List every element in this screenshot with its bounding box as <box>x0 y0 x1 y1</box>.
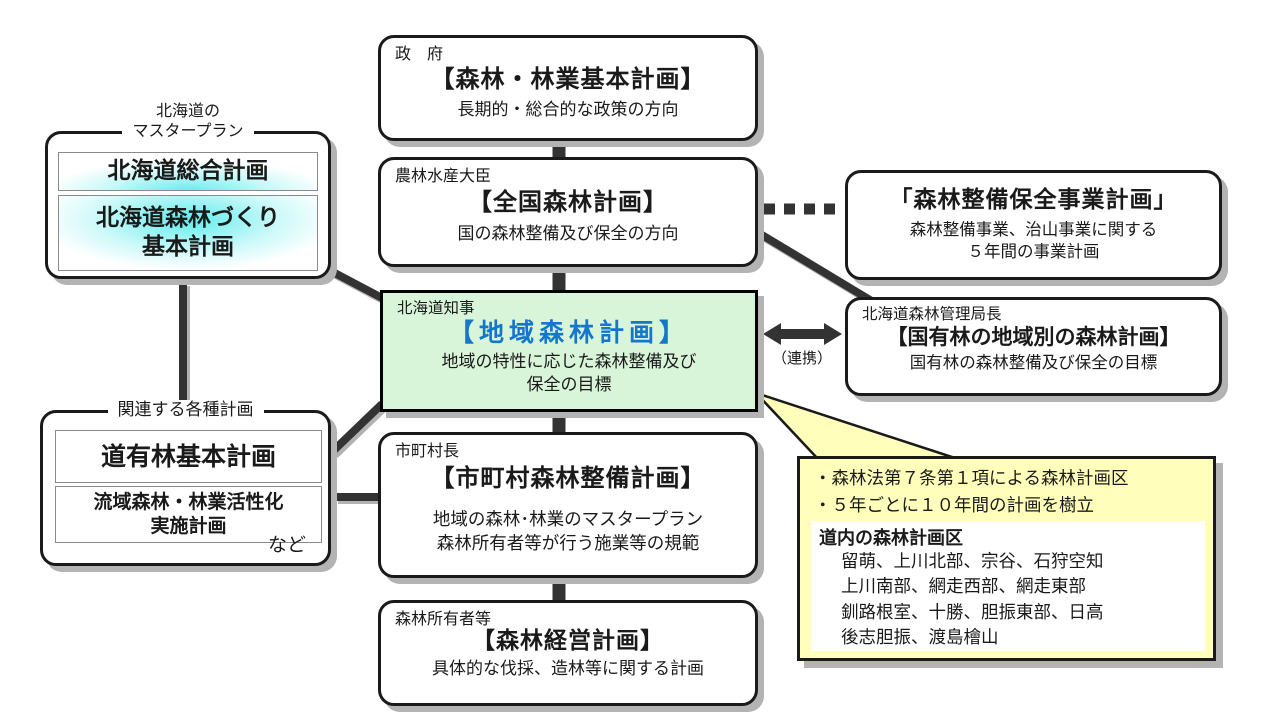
note-bullet-1: ・森林法第７条第１項による森林計画区 <box>814 469 1129 489</box>
plan-district-line: 留萌、上川北部、宗谷、石狩空知 <box>841 552 1104 572</box>
national-plan-title: 【全国森林計画】 <box>468 188 668 217</box>
maintenance-plan-title: 「森林整備保全事業計画」 <box>889 187 1178 213</box>
regional-plan-title: 【地域森林計画】 <box>448 317 689 347</box>
link-double-arrow-icon <box>763 323 842 345</box>
government-title: 【森林・林業基本計画】 <box>430 65 706 94</box>
plan-district-line: 上川南部、網走西部、網走東部 <box>841 577 1086 598</box>
related-plans-group: 関連する各種計画 道有林基本計画 流域森林・林業活性化 実施計画 など <box>40 400 331 566</box>
hokkaido-general-plan-item: 北海道総合計画 <box>58 152 318 191</box>
etc-label: など <box>267 534 306 556</box>
national-forest-title: 【国有林の地域別の森林計画】 <box>886 324 1181 349</box>
plan-district-line: 釧路根室、十勝、胆振東部、日高 <box>841 602 1104 623</box>
plan-district-list-title: 道内の森林計画区 <box>819 528 963 549</box>
regional-plan-label: 北海道知事 <box>397 299 475 317</box>
municipal-plan-label: 市町村長 <box>395 441 460 460</box>
connector-main <box>179 138 878 603</box>
municipal-plan-title: 【市町村森林整備計画】 <box>430 464 706 493</box>
prefectural-forest-plan-item: 道有林基本計画 <box>55 430 322 483</box>
owner-plan-label: 森林所有者等 <box>395 609 492 628</box>
maintenance-plan-desc2: ５年間の事業計画 <box>967 241 1100 261</box>
government-desc: 長期的・総合的な政策の方向 <box>457 100 679 121</box>
national-forest-plan-box: 北海道森林管理局長 【国有林の地域別の森林計画】 国有林の森林整備及び保全の目標 <box>845 297 1222 396</box>
owner-plan-box: 森林所有者等 【森林経営計画】 具体的な伐採、造林等に関する計画 <box>378 600 758 706</box>
master-plan-group-label-line1: 北海道の <box>155 101 220 120</box>
regional-plan-desc1: 地域の特性に応じた森林整備及び <box>441 351 697 372</box>
plan-district-note: ・森林法第７条第１項による森林計画区 ・５年ごとに１０年間の計画を樹立 道内の森… <box>797 456 1216 661</box>
maintenance-plan-box: 「森林整備保全事業計画」 森林整備事業、治山事業に関する ５年間の事業計画 <box>845 170 1222 280</box>
master-plan-group-label-line2: マスタープラン <box>48 121 328 140</box>
municipal-plan-box: 市町村長 【市町村森林整備計画】 地域の森林･林業のマスタープラン 森林所有者等… <box>378 432 758 578</box>
national-plan-desc: 国の森林整備及び保全の方向 <box>457 224 679 245</box>
national-forest-label: 北海道森林管理局長 <box>862 305 1002 323</box>
link-label: （連携） <box>771 349 832 367</box>
callout-pointer <box>755 391 959 461</box>
regional-plan-desc2: 保全の目標 <box>526 374 612 395</box>
master-plan-group: 北海道の マスタープラン 北海道総合計画 北海道森林づくり 基本計画 <box>45 101 331 279</box>
government-box: 政 府 【森林・林業基本計画】 長期的・総合的な政策の方向 <box>378 35 758 141</box>
national-plan-label: 農林水産大臣 <box>395 166 492 185</box>
regional-plan-box: 北海道知事 【地域森林計画】 地域の特性に応じた森林整備及び 保全の目標 <box>380 290 758 412</box>
related-plans-group-label: 関連する各種計画 <box>43 400 328 420</box>
note-bullet-2: ・５年ごとに１０年間の計画を樹立 <box>814 496 1094 517</box>
owner-plan-title: 【森林経営計画】 <box>472 628 664 655</box>
owner-plan-desc: 具体的な伐採、造林等に関する計画 <box>432 658 704 679</box>
municipal-plan-desc1: 地域の森林･林業のマスタープラン <box>432 510 704 531</box>
plan-district-line: 後志胆振、渡島檜山 <box>841 628 999 649</box>
government-label: 政 府 <box>395 44 444 63</box>
municipal-plan-desc2: 森林所有者等が行う施業等の規範 <box>436 533 700 554</box>
national-forest-desc: 国有林の森林整備及び保全の目標 <box>909 353 1158 372</box>
watershed-plan-item: 流域森林・林業活性化 実施計画 <box>55 486 322 543</box>
hokkaido-forest-plan-item: 北海道森林づくり 基本計画 <box>58 195 318 271</box>
maintenance-plan-desc1: 森林整備事業、治山事業に関する <box>909 219 1158 239</box>
national-plan-box: 農林水産大臣 【全国森林計画】 国の森林整備及び保全の方向 <box>378 157 758 267</box>
plan-district-list: 道内の森林計画区 留萌、上川北部、宗谷、石狩空知 上川南部、網走西部、網走東部 … <box>811 521 1205 651</box>
